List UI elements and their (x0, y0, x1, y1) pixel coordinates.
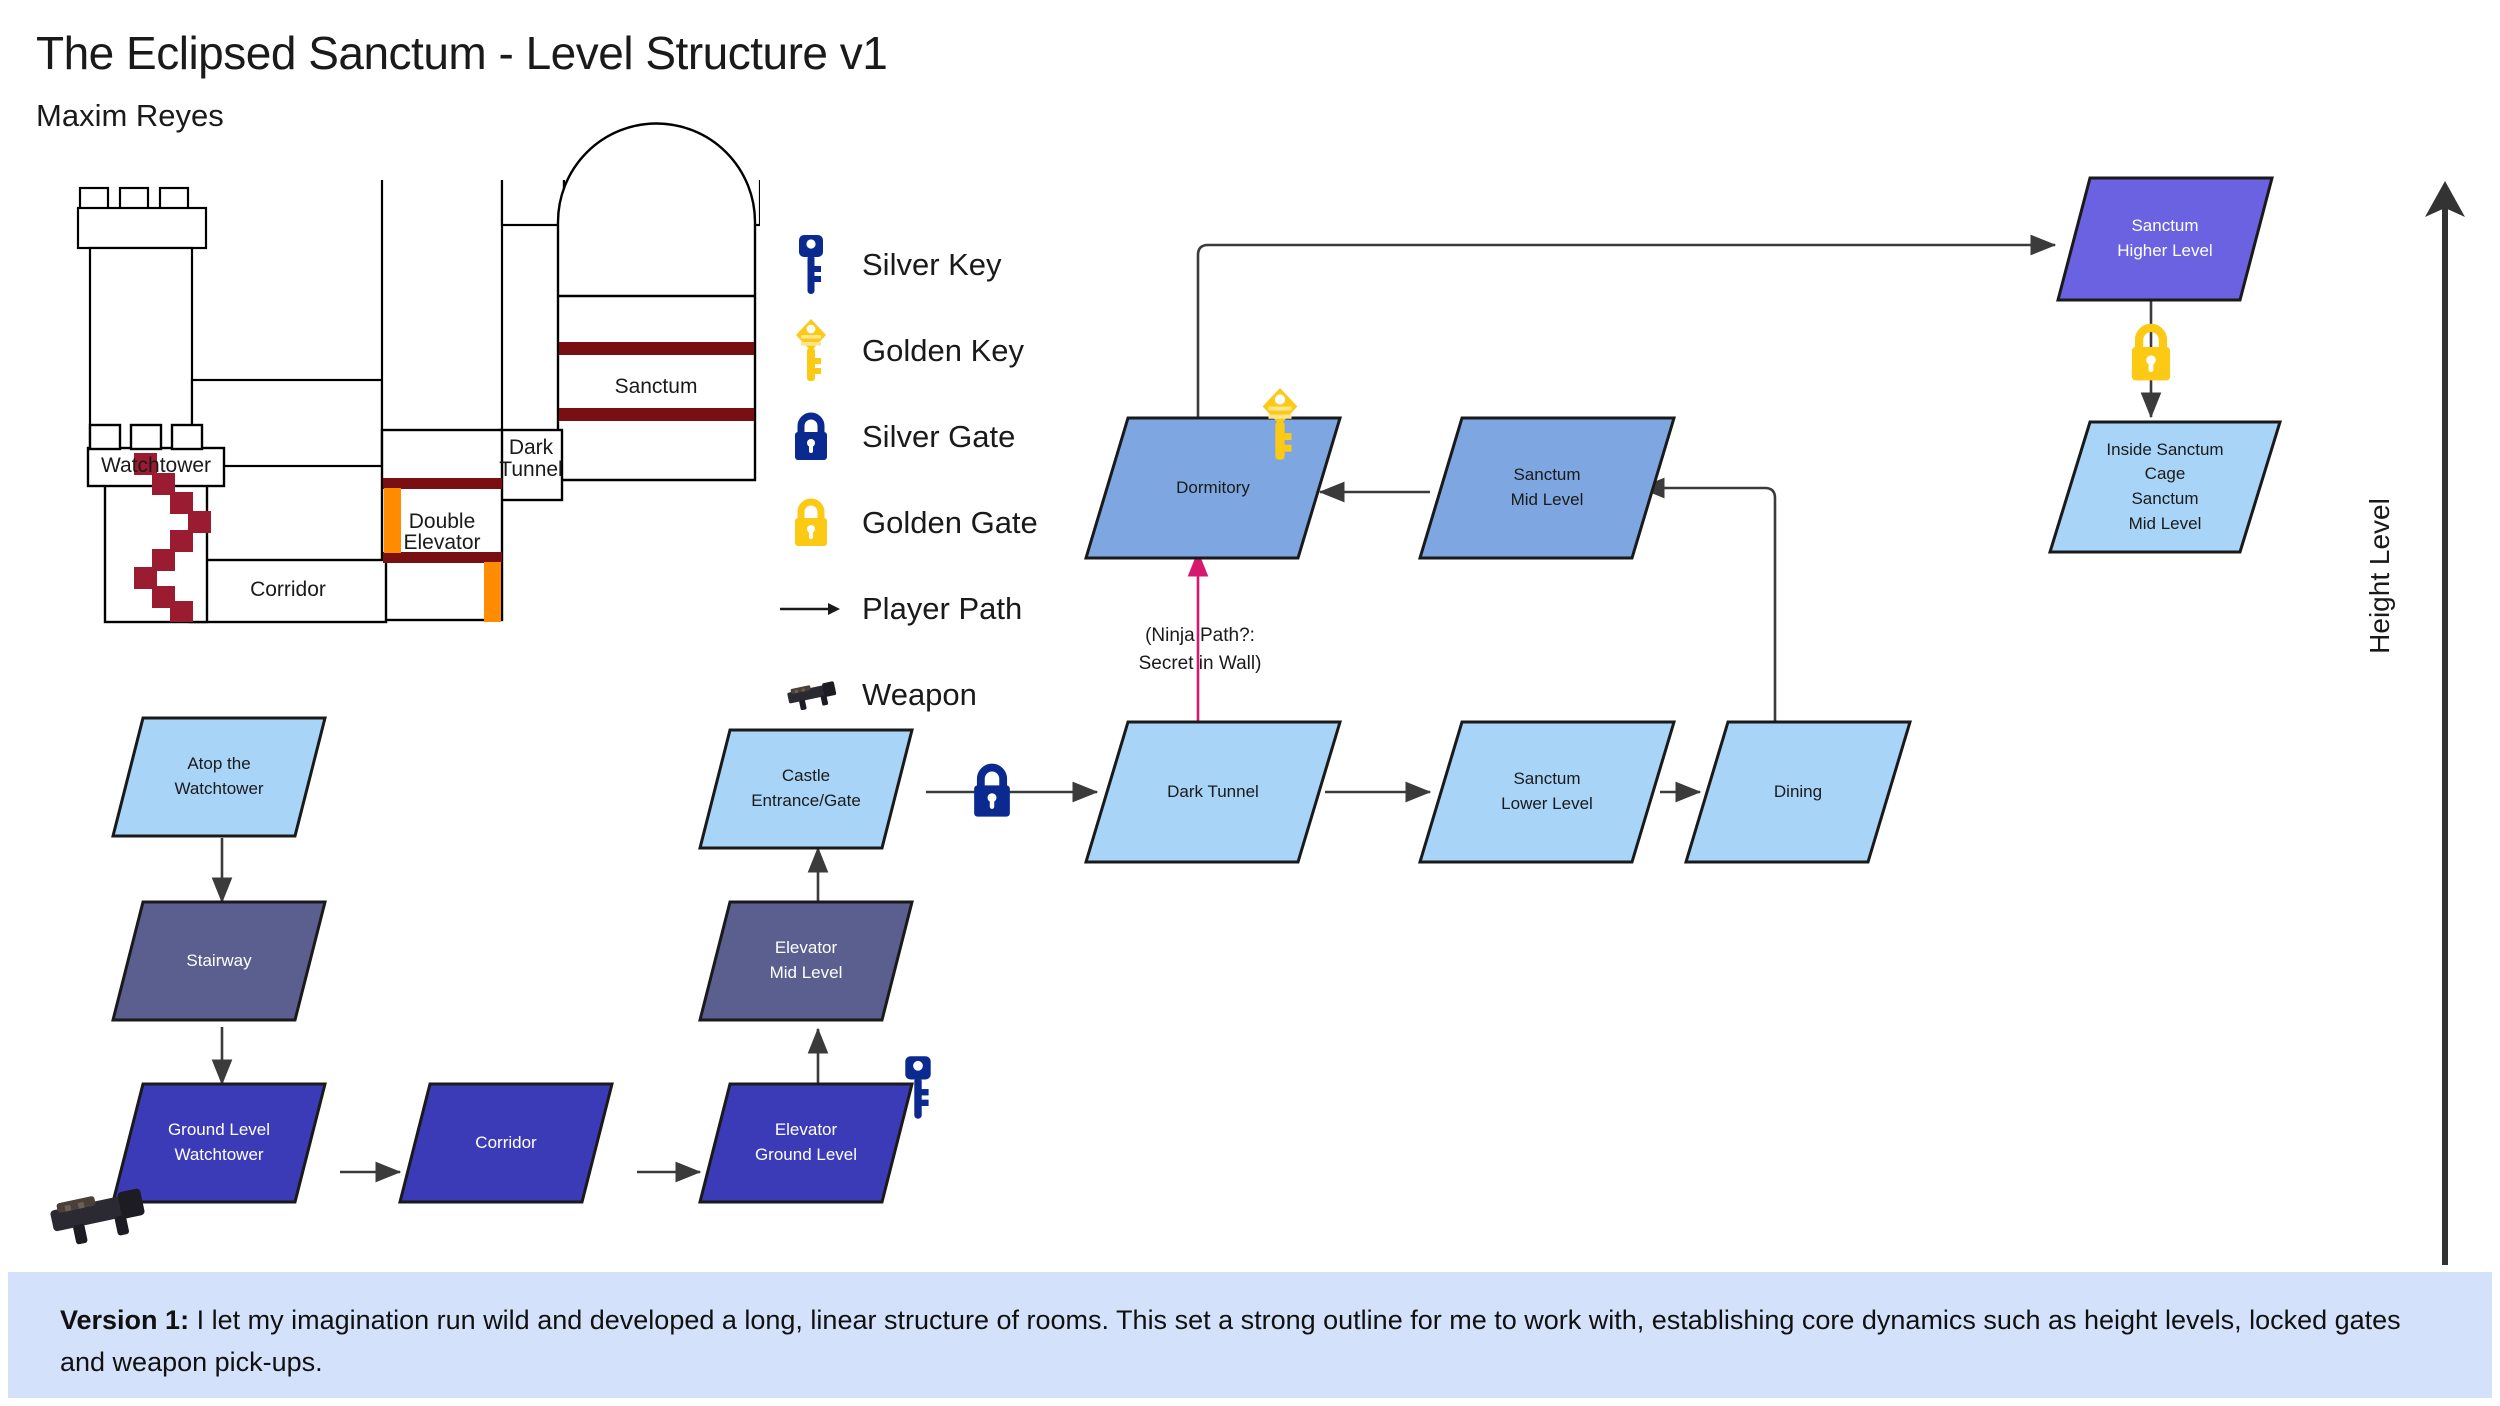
silver-gate-icon (968, 762, 1016, 825)
legend-label: Weapon (862, 677, 977, 712)
node-elevator-ground-level (698, 1082, 914, 1204)
node-sanctum-mid-level (1417, 416, 1677, 560)
node-elevator-mid-level (698, 900, 914, 1022)
node-line: Elevator (774, 938, 838, 958)
node-label-inside-sanctum-cage[interactable]: Inside Sanctum Cage Sanctum Mid Level (2050, 422, 2280, 552)
node-line: Corridor (475, 1132, 537, 1152)
node-sanctum-higher-level (2056, 176, 2274, 302)
node-line: Stairway (186, 950, 252, 970)
sketch-label-watchtower: Watchtower (100, 454, 212, 477)
height-level-axis-label: Height Level (2364, 498, 2395, 654)
golden-key-icon (1258, 386, 1302, 469)
node-line: Elevator (774, 1120, 838, 1140)
page-title: The Eclipsed Sanctum - Level Structure v… (36, 27, 888, 79)
legend-item-golden-key: Golden Key (780, 308, 1038, 394)
node-label-elevator-ground-level[interactable]: Elevator Ground Level (700, 1084, 912, 1202)
version-caption: Version 1: I let my imagination run wild… (8, 1272, 2492, 1398)
author-name: Maxim Reyes (36, 98, 224, 133)
legend-item-silver-gate: Silver Gate (780, 394, 1038, 480)
flow-diagram (111, 176, 2283, 1204)
node-label-dining[interactable]: Dining (1686, 722, 1910, 862)
legend-item-golden-gate: Golden Gate (780, 480, 1038, 566)
node-label-corridor[interactable]: Corridor (400, 1084, 612, 1202)
node-label-sanctum-lower-level[interactable]: Sanctum Lower Level (1420, 722, 1674, 862)
node-line: Mid Level (2128, 513, 2202, 533)
legend-item-silver-key: Silver Key (780, 222, 1038, 308)
sketch-label-dark: Dark (508, 436, 554, 459)
node-line: Lower Level (1501, 794, 1593, 813)
legend: Silver Key Golden Key (780, 222, 1038, 738)
node-atop-watchtower (111, 716, 327, 838)
nodes (111, 176, 2283, 1204)
golden-gate-icon (780, 497, 842, 549)
edges (211, 234, 2162, 1183)
node-dark-tunnel (1083, 720, 1343, 864)
node-corridor (398, 1082, 614, 1204)
node-label-castle-entrance-gate[interactable]: Castle Entrance/Gate (700, 730, 912, 848)
ninja-path-note-line1: (Ninja Path?: (1145, 625, 1255, 646)
legend-label: Silver Gate (862, 419, 1016, 454)
node-line: Dark Tunnel (1167, 781, 1259, 801)
legend-label: Golden Gate (862, 505, 1038, 540)
node-sanctum-lower-level (1417, 720, 1677, 864)
node-line: Ground Level (754, 1145, 858, 1164)
node-line: Atop the (187, 754, 251, 774)
node-line: Higher Level (2117, 241, 2213, 260)
edge-dining-to-sanctummid (1638, 477, 1777, 722)
node-line: Mid Level (1510, 490, 1584, 509)
weapon-icon (780, 680, 842, 710)
node-line: Watchtower (174, 1145, 264, 1164)
legend-label: Silver Key (862, 247, 1002, 282)
node-ground-level-watchtower (111, 1082, 327, 1204)
sketch-label-double: Double (408, 510, 476, 533)
legend-label: Player Path (862, 591, 1023, 626)
node-castle-entrance-gate (698, 728, 914, 850)
node-line: Sanctum (2131, 489, 2199, 508)
caption-prefix: Version 1: (60, 1305, 190, 1335)
node-line: Entrance/Gate (751, 791, 861, 810)
node-line: Dining (1773, 781, 1823, 801)
legend-label: Golden Key (862, 333, 1024, 368)
node-label-dark-tunnel[interactable]: Dark Tunnel (1086, 722, 1340, 862)
node-dining (1683, 720, 1913, 864)
weapon-icon (40, 1184, 152, 1251)
node-line: Sanctum (2131, 216, 2199, 236)
legend-item-weapon: Weapon (780, 652, 1038, 738)
node-label-atop-watchtower[interactable]: Atop the Watchtower (113, 718, 325, 836)
node-line: Mid Level (769, 963, 843, 982)
arrow-right-icon (780, 599, 842, 619)
edge-dormitory-to-sanctumhigher (1196, 234, 2057, 418)
height-level-axis (2425, 181, 2465, 1265)
node-inside-sanctum-cage (2047, 420, 2283, 554)
node-stairway (111, 900, 327, 1022)
golden-key-icon (780, 318, 842, 384)
node-line: Watchtower (174, 779, 264, 798)
sketch-label-tunnel: Tunnel (499, 458, 563, 481)
silver-key-icon (780, 233, 842, 297)
node-label-elevator-mid-level[interactable]: Elevator Mid Level (700, 902, 912, 1020)
node-label-sanctum-higher-level[interactable]: Sanctum Higher Level (2058, 178, 2272, 300)
node-line: Inside Sanctum (2106, 439, 2224, 459)
sketch-label-corridor: Corridor (250, 578, 326, 601)
node-line: Sanctum (1513, 769, 1581, 789)
node-line: Castle (781, 766, 831, 786)
node-line: Ground Level (167, 1120, 271, 1140)
node-line: Sanctum (1513, 465, 1581, 485)
sketch-label-elevator: Elevator (403, 531, 481, 554)
silver-key-icon (900, 1052, 936, 1129)
ninja-path-note-line2: Secret in Wall) (1138, 653, 1262, 674)
node-line: Cage (2144, 464, 2186, 484)
node-line: Dormitory (1176, 477, 1250, 497)
golden-gate-icon (2125, 322, 2177, 389)
caption-text: I let my imagination run wild and develo… (60, 1305, 2401, 1377)
node-label-sanctum-mid-level[interactable]: Sanctum Mid Level (1420, 418, 1674, 558)
silver-gate-icon (780, 411, 842, 463)
node-label-stairway[interactable]: Stairway (113, 902, 325, 1020)
legend-item-player-path: Player Path (780, 566, 1038, 652)
sketch-label-sanctum: Sanctum (614, 375, 698, 398)
